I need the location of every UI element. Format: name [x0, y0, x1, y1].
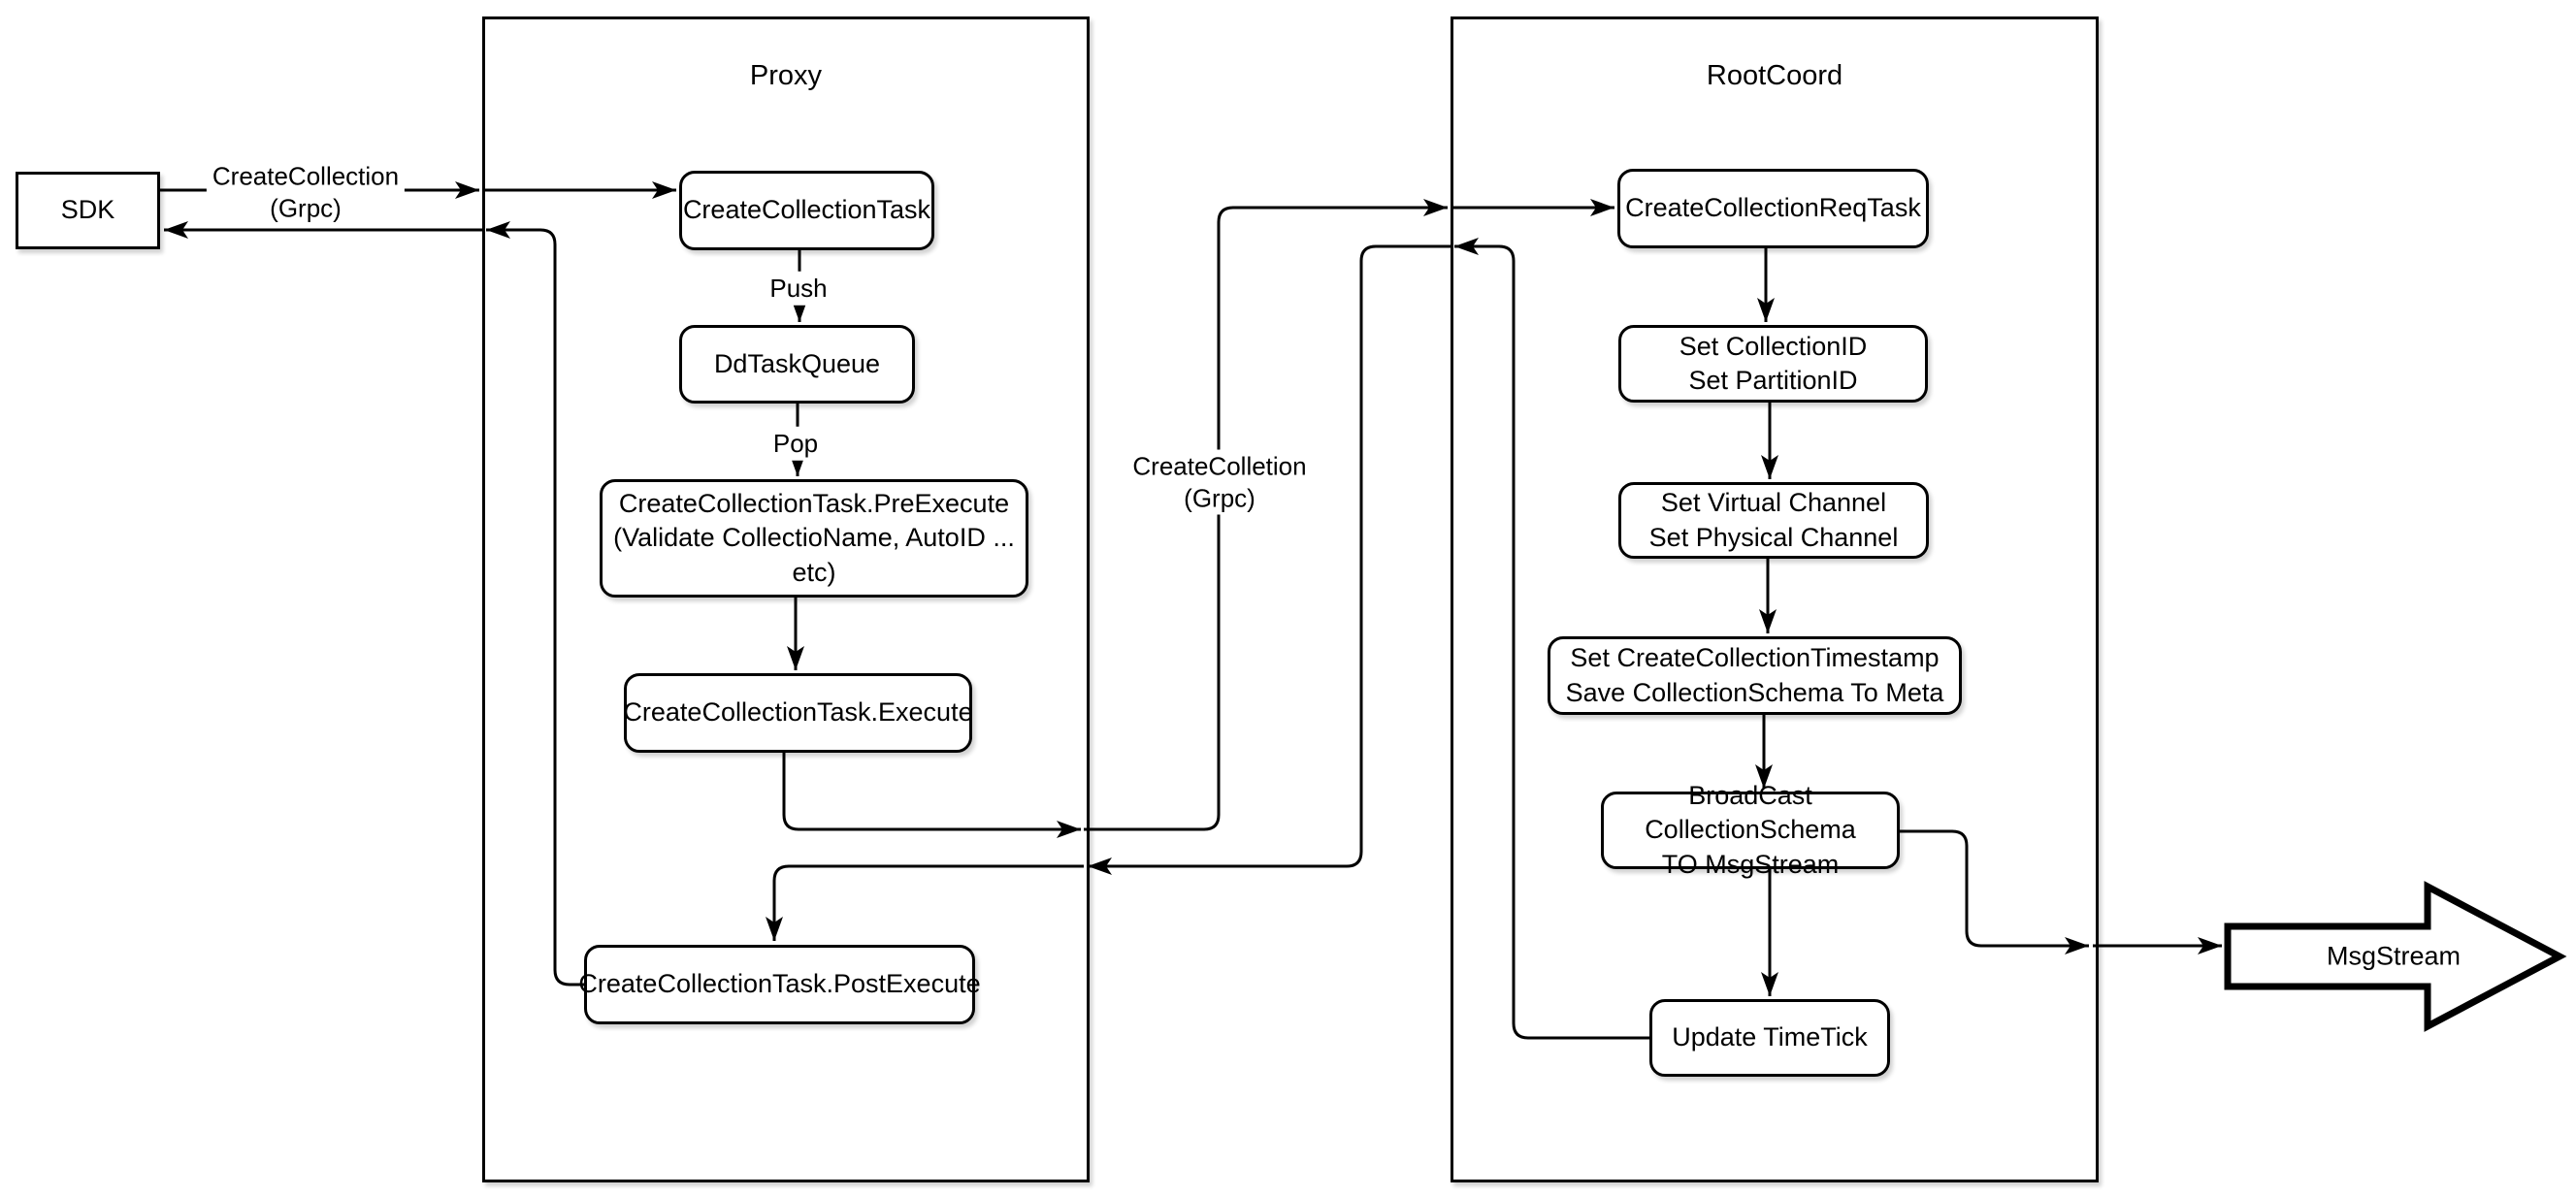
edge-proxyborder-to-rootcoord	[1084, 199, 1448, 831]
node-execute-label: CreateCollectionTask.Execute	[623, 697, 973, 728]
edge-broadcast-to-rootcoordborder	[1900, 829, 2089, 954]
node-broadcast-line2: TO MsgStream	[1661, 849, 1840, 879]
node-setchannels-line2: Set Physical Channel	[1648, 522, 1899, 552]
edge-postexecute-to-proxyborder	[486, 221, 584, 987]
proxy-title: Proxy	[749, 60, 823, 91]
node-createcollectionreqtask: CreateCollectionReqTask	[1617, 169, 1929, 248]
node-settimestamp-line1: Set CreateCollectionTimestamp	[1570, 643, 1940, 673]
edge-execute-to-proxyborder	[782, 753, 1081, 838]
edge-label-createcolletion-grpc-line2: (Grpc)	[1184, 483, 1255, 512]
node-postexecute: CreateCollectionTask.PostExecute	[578, 945, 981, 1024]
edge-proxyborder-to-postexecute	[766, 864, 1084, 941]
msgstream-label: MsgStream	[2326, 941, 2462, 971]
node-execute: CreateCollectionTask.Execute	[623, 673, 973, 753]
node-createcollectionreqtask-label: CreateCollectionReqTask	[1625, 193, 1921, 223]
node-settimestamp: Set CreateCollectionTimestamp Save Colle…	[1548, 636, 1962, 715]
edge-label-createcollection-grpc-line2: (Grpc)	[270, 193, 342, 222]
proxy-container: Proxy	[482, 16, 1090, 1182]
edge-label-pop: Pop	[766, 426, 825, 461]
node-createcollectiontask: CreateCollectionTask	[679, 171, 934, 250]
node-updatetimetick-label: Update TimeTick	[1672, 1022, 1868, 1052]
node-ddtaskqueue-label: DdTaskQueue	[713, 348, 881, 378]
node-postexecute-label: CreateCollectionTask.PostExecute	[578, 969, 981, 999]
node-preexecute: CreateCollectionTask.PreExecute (Validat…	[600, 479, 1028, 598]
node-createcollectiontask-label: CreateCollectionTask	[682, 195, 931, 225]
node-setchannels-line1: Set Virtual Channel	[1660, 488, 1887, 518]
node-sdk-label: SDK	[60, 195, 115, 225]
edge-label-createcollection-grpc-line1: CreateCollection	[212, 161, 400, 191]
edge-rootcoordborder-to-proxyborder	[1088, 244, 1451, 875]
rootcoord-container: RootCoord	[1451, 16, 2099, 1182]
edge-label-push: Push	[764, 271, 833, 306]
node-setids: Set CollectionID Set PartitionID	[1618, 325, 1928, 403]
edge-updatetimetick-to-rootcoordborder	[1454, 238, 1649, 1040]
node-sdk: SDK	[16, 172, 160, 249]
node-ddtaskqueue: DdTaskQueue	[679, 325, 915, 404]
edge-label-createcollection-grpc: CreateCollection (Grpc)	[206, 159, 406, 225]
msgstream-arrow-shape	[2224, 881, 2567, 1032]
node-updatetimetick: Update TimeTick	[1649, 999, 1890, 1077]
node-broadcast-line1: BroadCast CollectionSchema	[1645, 781, 1856, 845]
node-preexecute-line2: (Validate CollectioName, AutoID ... etc)	[613, 523, 1015, 587]
node-settimestamp-line2: Save CollectionSchema To Meta	[1565, 677, 1944, 707]
node-preexecute-line1: CreateCollectionTask.PreExecute	[618, 489, 1010, 519]
rootcoord-title: RootCoord	[1706, 60, 1843, 91]
node-setids-line2: Set PartitionID	[1688, 366, 1858, 395]
node-setchannels: Set Virtual Channel Set Physical Channel	[1618, 482, 1929, 559]
node-setids-line1: Set CollectionID	[1679, 331, 1868, 361]
edge-label-createcolletion-grpc-line1: CreateColletion	[1132, 451, 1307, 481]
node-broadcast: BroadCast CollectionSchema TO MsgStream	[1601, 781, 1900, 879]
edge-label-createcolletion-grpc: CreateColletion (Grpc)	[1126, 449, 1313, 515]
